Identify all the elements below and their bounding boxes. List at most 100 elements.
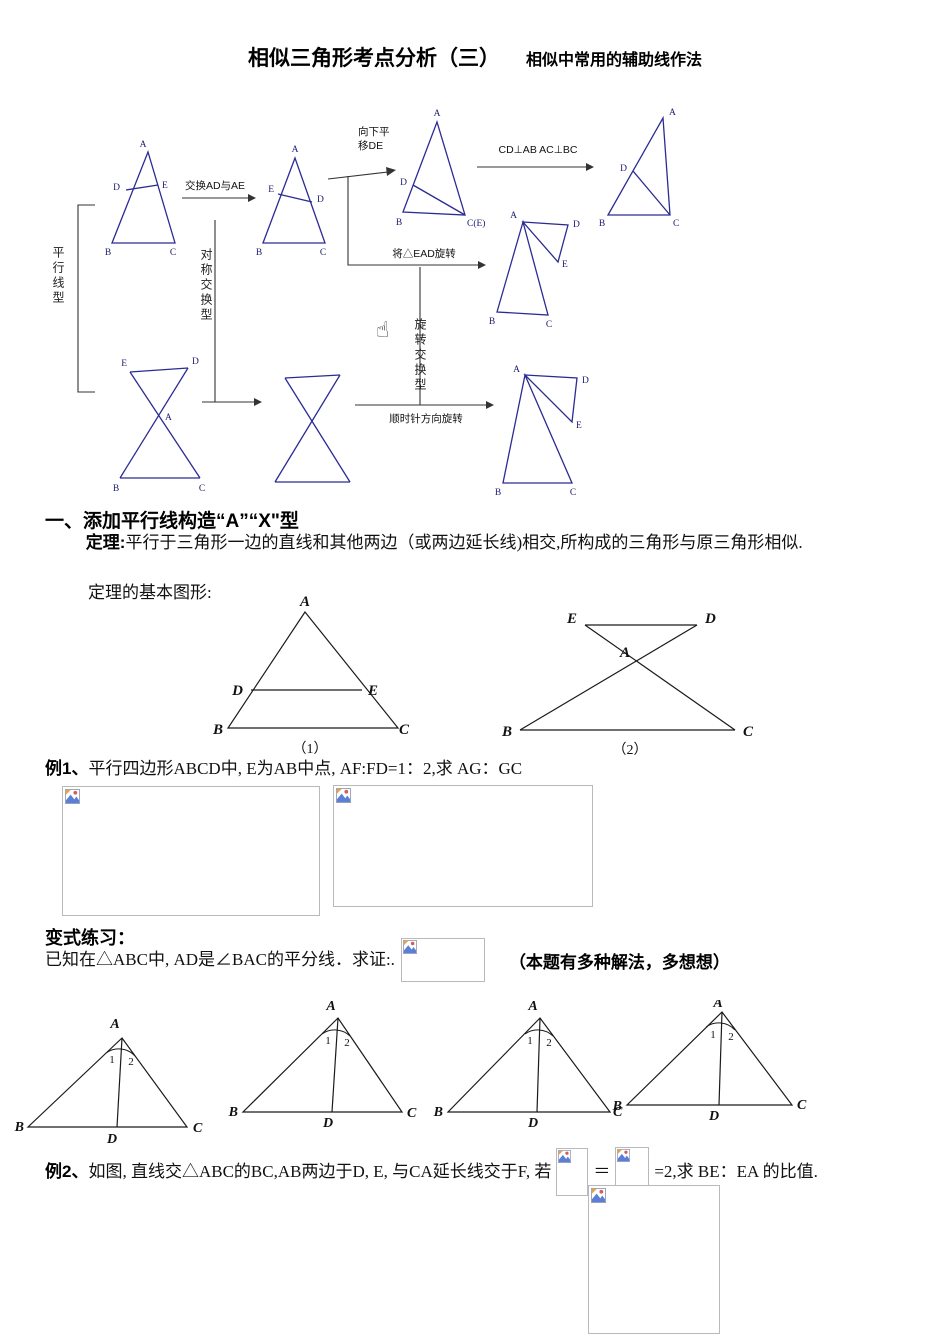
variation-text: 已知在△ABC中, AD是∠BAC的平分线．求证:. <box>45 949 395 969</box>
flow-label-translate-1: 向下平 <box>358 125 390 138</box>
vertex-label-b: B <box>212 722 223 738</box>
vertex-label-c: C <box>546 320 552 330</box>
vertex-label-c: C <box>320 248 326 258</box>
variation-heading: 变式练习： <box>45 928 135 948</box>
flow-triangle-1: A D E B C <box>105 140 176 258</box>
angle-label-1: 1 <box>109 1054 115 1066</box>
vertex-label-a: A <box>669 108 676 118</box>
vertex-label-c: C <box>797 1098 807 1113</box>
vertex-label-a: A <box>527 1000 537 1014</box>
vertex-label-d: D <box>192 357 199 367</box>
vertex-label-d: D <box>582 376 589 386</box>
flow-x-figure-1: E D A B C <box>113 357 205 494</box>
vertex-label-a: A <box>712 1000 722 1011</box>
vertex-label-d: D <box>322 1116 333 1131</box>
hand-cursor-icon: ☝ <box>376 318 390 343</box>
practice-triangle-1: A 1 2 B C D <box>14 1017 203 1147</box>
title-subtitle: 相似中常用的辅助线作法 <box>525 52 702 69</box>
image-placeholder-variation[interactable] <box>400 938 485 982</box>
section-heading: 一、添加平行线构造“A”“X"型 <box>45 511 299 532</box>
vertex-label-a: A <box>434 109 441 119</box>
vertex-label-b: B <box>433 1105 443 1120</box>
theorem-paragraph: 定理:平行于三角形一边的直线和其他两边（或两边延长线)相交,所构成的三角形与原三… <box>45 531 930 556</box>
image-placeholder-fraction-1[interactable] <box>556 1148 589 1196</box>
example-1-text: 平行四边形ABCD中, E为AB中点, AF:FD=1：2,求 AG：GC <box>88 759 523 778</box>
angle-label-1: 1 <box>710 1029 716 1041</box>
flow-rotated-figure-top: A D E B C <box>489 211 580 330</box>
flow-connectors <box>77 163 594 409</box>
example-1-line: 例1、平行四边形ABCD中, E为AB中点, AF:FD=1：2,求 AG：GC <box>45 757 522 782</box>
image-placeholder-ex1-left[interactable] <box>62 786 320 916</box>
vertex-label-e: E <box>566 611 577 627</box>
vertex-label-b: B <box>105 248 111 258</box>
practice-triangle-2: A 1 2 B C D <box>228 1000 417 1131</box>
vertex-label-d: D <box>708 1109 719 1124</box>
theorem-text: 平行于三角形一边的直线和其他两边（或两边延长线)相交,所构成的三角形与原三角形相… <box>125 533 803 552</box>
vertex-label-e: E <box>562 260 568 270</box>
angle-label-2: 2 <box>128 1056 134 1068</box>
variation-line: 已知在△ABC中, AD是∠BAC的平分线．求证:. （本题有多种解法，多想想） <box>45 938 945 982</box>
basic-figure-2: E D A B C （2） <box>501 611 754 758</box>
vertex-label-e: E <box>121 359 127 369</box>
flow-triangle-3: A D B C(E) <box>396 109 486 229</box>
flowchart-diagram: A D E B C A E D B C A D B C(E) <box>77 108 679 495</box>
vertex-label-c: C <box>570 488 576 495</box>
vertex-label-a: A <box>165 413 172 423</box>
vertex-label-d: D <box>113 183 120 193</box>
practice-triangle-4: A 1 2 B C D <box>612 1000 807 1124</box>
example-2-text-before: 如图, 直线交△ABC的BC,AB两边于D, E, 与CA延长线交于F, 若 <box>88 1161 552 1181</box>
practice-triangle-3: A 1 2 B C D <box>433 1000 623 1131</box>
flow-label-perpendicular: CD⊥AB AC⊥BC <box>499 144 578 156</box>
flow-label-swap: 交换AD与AE <box>185 179 245 192</box>
theorem-label: 定理: <box>85 533 126 552</box>
angle-label-1: 1 <box>325 1035 331 1047</box>
vertex-label-a: A <box>513 365 520 375</box>
vertex-label-c: C <box>673 219 679 229</box>
vertex-label-c: C <box>199 484 205 494</box>
broken-image-icon <box>336 788 351 803</box>
vertex-label-b: B <box>599 219 605 229</box>
broken-image-icon <box>402 940 417 954</box>
vertex-label-b: B <box>495 488 501 495</box>
vertex-label-d: D <box>400 178 407 188</box>
angle-label-1: 1 <box>527 1035 533 1047</box>
flow-rotated-figure-bottom: A D E B C <box>495 365 589 495</box>
example-2-label: 例2、 <box>45 1161 89 1181</box>
vertex-label-b: B <box>612 1099 622 1114</box>
vertex-label-c: C <box>170 248 176 258</box>
vertex-label-b: B <box>256 248 262 258</box>
vertex-label-d: D <box>620 164 627 174</box>
vertex-label-a: A <box>140 140 147 150</box>
vertex-label-b: B <box>489 317 495 327</box>
vertex-label-d: D <box>704 611 716 627</box>
example-2-line: 例2、如图, 直线交△ABC的BC,AB两边于D, E, 与CA延长线交于F, … <box>45 1147 945 1197</box>
flow-label-rotate-ead: 将△EAD旋转 <box>392 247 456 260</box>
practice-triangles: A 1 2 B C D A 1 2 B C D A 1 2 B C D <box>14 1000 807 1147</box>
vertex-label-d: D <box>573 220 580 230</box>
vertex-label-ce: C(E) <box>467 218 485 229</box>
angle-label-2: 2 <box>546 1037 552 1049</box>
vertex-label-e: E <box>268 185 274 195</box>
flow-triangle-2: A E D B C <box>256 145 326 258</box>
vertex-label-e: E <box>576 421 582 431</box>
angle-label-2: 2 <box>344 1037 350 1049</box>
example-2-text-after: =2,求 BE：EA 的比值. <box>654 1161 818 1181</box>
broken-image-icon <box>591 1188 606 1203</box>
vertex-label-a: A <box>292 145 299 155</box>
page-title: 相似三角形考点分析（三）相似中常用的辅助线作法 <box>0 42 950 72</box>
flow-x-figure-2 <box>274 374 351 483</box>
figure-2-caption: （2） <box>613 742 648 758</box>
image-placeholder-ex1-right[interactable] <box>333 785 593 907</box>
image-placeholder-ex2-figure[interactable] <box>588 1185 720 1334</box>
basic-figure-1: A D E B C （1） <box>212 595 410 757</box>
flow-label-rotation-type: 旋转交换型 <box>413 318 427 393</box>
vertex-label-b: B <box>396 218 402 228</box>
vertex-label-c: C <box>613 1105 623 1120</box>
vertex-label-c: C <box>399 722 410 738</box>
basic-figures-label: 定理的基本图形: <box>88 583 212 602</box>
vertex-label-a: A <box>325 1000 335 1014</box>
vertex-label-c: C <box>743 724 754 740</box>
vertex-label-d: D <box>317 195 324 205</box>
vertex-label-a: A <box>510 211 517 221</box>
